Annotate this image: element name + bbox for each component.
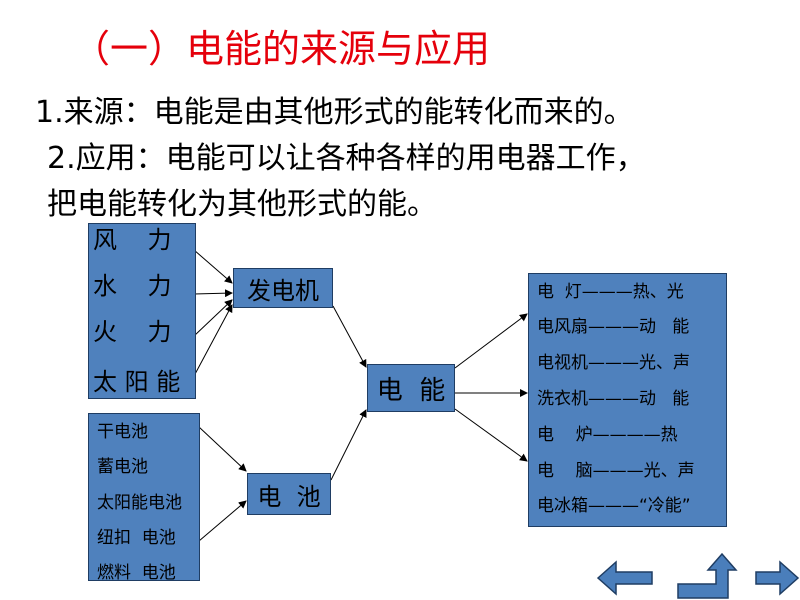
arrow-solar-generator (193, 304, 233, 377)
source-wind: 风 力 (93, 226, 172, 254)
arrow-wind-generator (193, 249, 233, 284)
battery-solar: 太阳能电池 (97, 493, 182, 513)
arrow-generator-electricity (332, 305, 367, 368)
battery-dry: 干电池 (97, 422, 148, 442)
energy-sources-box: 风 力 水 力 火 力 太 阳 能 (88, 223, 196, 399)
battery-types-box: 干电池 蓄电池 太阳能电池 纽扣 电池 燃料 电池 (88, 413, 200, 583)
arrow-left-icon[interactable] (596, 552, 654, 598)
app-fan: 电风扇———动 能 (537, 317, 690, 337)
app-stove: 电 炉————热 (537, 425, 678, 445)
application-text-cont: 把电能转化为其他形式的能。 (47, 187, 437, 222)
electricity-node: 电 能 (367, 364, 455, 412)
arrow-fire-generator (193, 299, 233, 337)
source-solar: 太 阳 能 (93, 368, 181, 396)
arrow-right-icon[interactable] (754, 552, 800, 598)
arrow-electricity-bottom (454, 408, 528, 462)
app-computer: 电 脑———光、声 (537, 461, 695, 481)
return-icon[interactable] (676, 552, 748, 600)
arrow-electricity-top (454, 313, 528, 369)
applications-box: 电 灯———热、光 电风扇———动 能 电视机———光、声 洗衣机———动 能 … (528, 273, 727, 527)
app-tv: 电视机———光、声 (537, 353, 690, 373)
arrow-button-battery (198, 500, 247, 542)
app-lamp: 电 灯———热、光 (537, 282, 684, 302)
source-text: 1.来源：电能是由其他形式的能转化而来的。 (35, 95, 634, 130)
source-water: 水 力 (93, 272, 172, 300)
arrow-drycell-battery (198, 426, 247, 472)
battery-fuel: 燃料 电池 (97, 563, 176, 583)
app-fridge: 电冰箱———“冷能” (537, 496, 691, 516)
application-text: 2.应用：电能可以让各种各样的用电器工作， (47, 141, 646, 176)
source-fire: 火 力 (93, 318, 172, 346)
battery-button: 纽扣 电池 (97, 528, 176, 548)
generator-node: 发电机 (233, 268, 333, 308)
battery-node: 电 池 (247, 473, 331, 515)
battery-storage: 蓄电池 (97, 457, 148, 477)
arrow-water-generator (193, 289, 233, 298)
app-washer: 洗衣机———动 能 (537, 389, 690, 409)
arrow-battery-electricity (330, 409, 367, 481)
page-title: （一）电能的来源与应用 (72, 27, 491, 71)
